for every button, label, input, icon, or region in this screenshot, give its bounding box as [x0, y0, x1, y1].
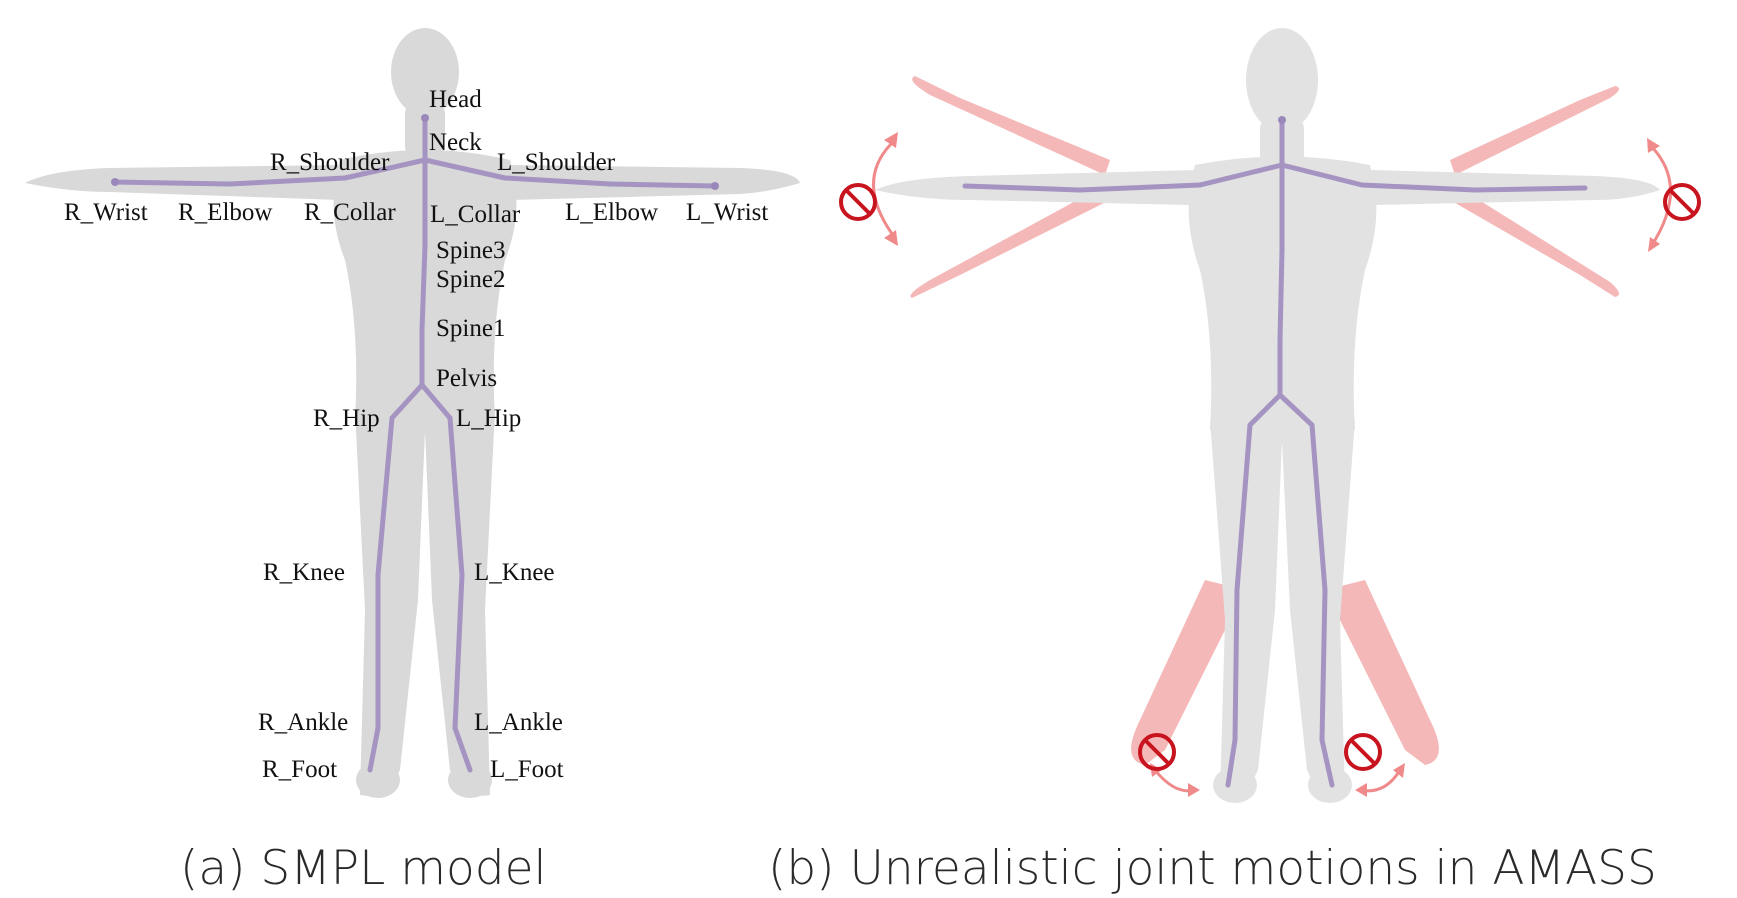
body-silhouette-a	[25, 28, 800, 798]
label-l-collar: L_Collar	[430, 201, 521, 228]
label-r-hip: R_Hip	[313, 405, 380, 432]
label-spine2: Spine2	[436, 266, 505, 293]
label-r-ankle: R_Ankle	[258, 709, 348, 736]
body-silhouette-b	[875, 28, 1660, 803]
label-head: Head	[429, 86, 482, 113]
label-l-foot: L_Foot	[490, 756, 564, 783]
label-l-shoulder: L_Shoulder	[497, 149, 616, 176]
label-l-wrist: L_Wrist	[686, 199, 768, 226]
label-l-elbow: L_Elbow	[565, 199, 658, 226]
label-r-knee: R_Knee	[263, 559, 345, 586]
label-l-ankle: L_Ankle	[474, 709, 563, 736]
label-neck: Neck	[429, 129, 482, 156]
caption-b: (b) Unrealistic joint motions in AMASS	[768, 841, 1657, 896]
label-l-knee: L_Knee	[474, 559, 555, 586]
label-pelvis: Pelvis	[436, 365, 497, 392]
label-spine1: Spine1	[436, 315, 505, 342]
panel-a: Head Neck R_Shoulder L_Shoulder R_Wrist …	[25, 28, 800, 896]
prohibited-icon	[841, 185, 875, 219]
label-r-shoulder: R_Shoulder	[270, 149, 390, 176]
label-r-foot: R_Foot	[262, 756, 337, 783]
label-r-wrist: R_Wrist	[64, 199, 148, 226]
caption-a: (a) SMPL model	[180, 841, 547, 896]
panel-b: (b) Unrealistic joint motions in AMASS	[768, 28, 1699, 896]
label-r-collar: R_Collar	[304, 199, 396, 226]
prohibited-icon	[1346, 735, 1380, 769]
label-l-hip: L_Hip	[456, 405, 521, 432]
label-spine3: Spine3	[436, 237, 505, 264]
label-r-elbow: R_Elbow	[178, 199, 272, 226]
